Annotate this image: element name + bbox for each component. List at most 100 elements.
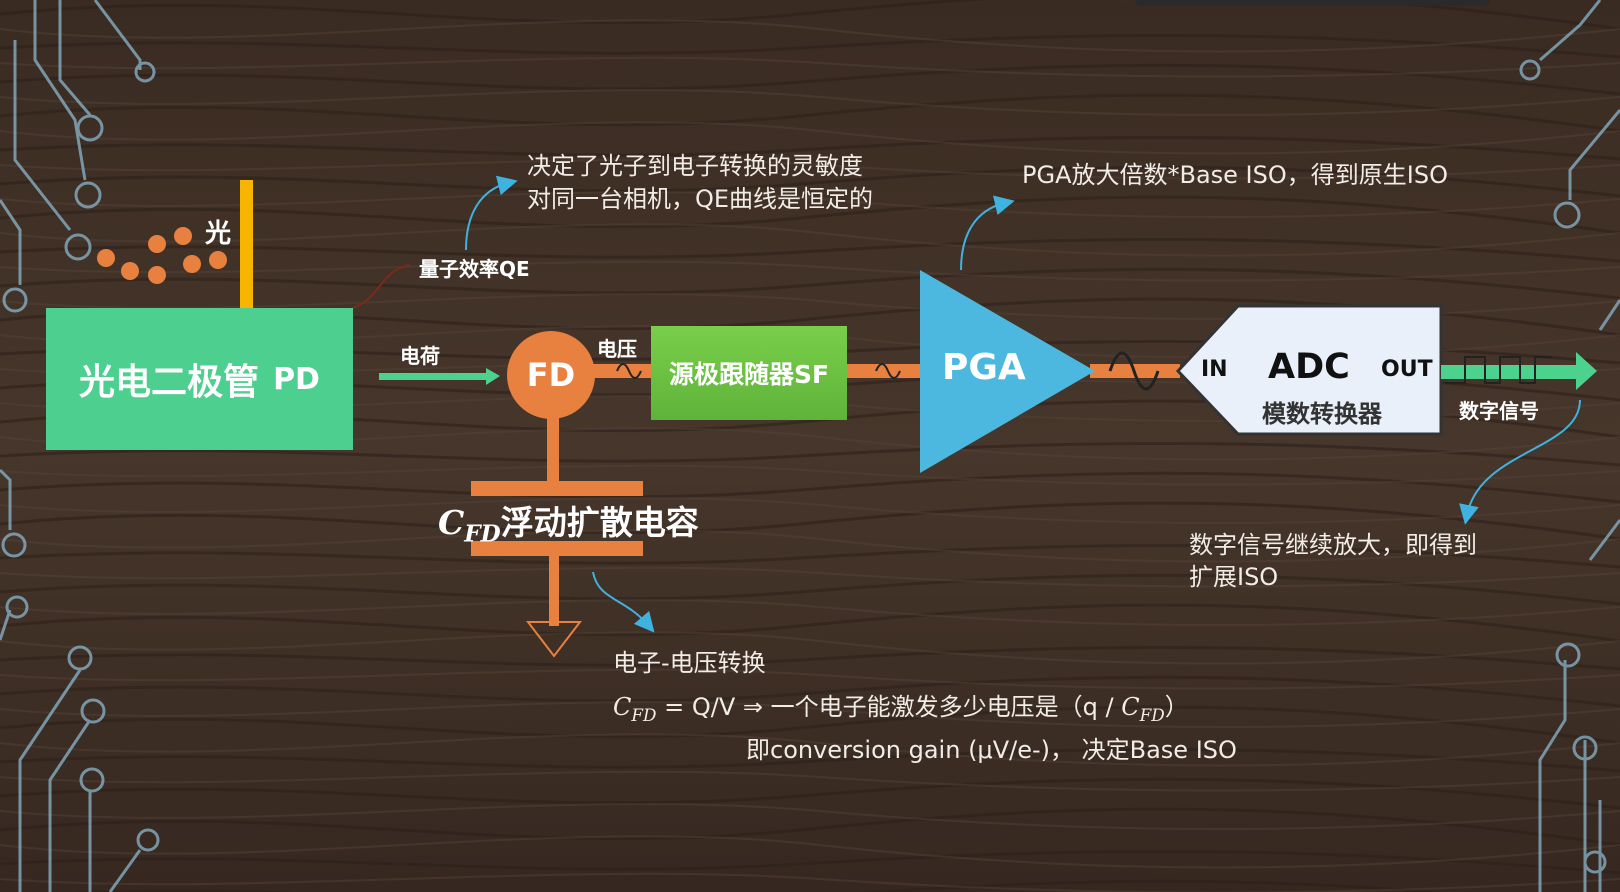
eq-cfd-symbol: C bbox=[613, 693, 632, 721]
capacitor-plate-bottom bbox=[471, 541, 643, 556]
conversion-title: 电子-电压转换 bbox=[613, 649, 766, 677]
cap-ground-wire bbox=[549, 556, 559, 626]
charge-arrowhead bbox=[486, 368, 500, 385]
adc-title: ADC bbox=[1268, 347, 1350, 387]
cfd-text: 浮动扩散电容 bbox=[500, 503, 699, 542]
wood-grain-line bbox=[0, 705, 1620, 745]
wood-grain-line bbox=[0, 63, 1620, 96]
pd-suffix: PD bbox=[273, 361, 320, 397]
wood-grain-line bbox=[0, 599, 1620, 626]
digital-note-line2: 扩展ISO bbox=[1189, 563, 1279, 591]
digital-note-line1: 数字信号继续放大，即得到 bbox=[1189, 531, 1477, 559]
wood-grain-line bbox=[0, 668, 1620, 690]
charge-arrow bbox=[379, 373, 488, 380]
wood-grain-line bbox=[0, 56, 1620, 78]
adc-in-label: IN bbox=[1201, 357, 1228, 382]
wood-grain-line bbox=[0, 223, 1620, 257]
window-topbar bbox=[1135, 0, 1490, 6]
ground-icon bbox=[525, 621, 583, 658]
pga-label: PGA bbox=[942, 347, 1026, 388]
eq-middle: = Q/V ⇒ 一个电子能激发多少电压是（q / bbox=[656, 693, 1122, 721]
wood-grain-line bbox=[0, 33, 1620, 59]
pga-triangle bbox=[920, 270, 1095, 473]
sf-label: 源极跟随器SF bbox=[668, 360, 830, 389]
light-label: 光 bbox=[205, 219, 232, 249]
eq-cfd-symbol-2: C bbox=[1121, 693, 1140, 721]
wood-grain-line bbox=[0, 89, 1620, 116]
qe-pointer bbox=[351, 264, 411, 309]
wood-grain-line bbox=[0, 807, 1620, 847]
eq-end: ） bbox=[1164, 693, 1189, 721]
wood-grain-line bbox=[0, 733, 1620, 767]
wood-grain-line bbox=[0, 872, 1620, 892]
conversion-equation: CFD = Q/V ⇒ 一个电子能激发多少电压是（q / CFD） bbox=[613, 692, 1189, 730]
wood-grain-line bbox=[0, 165, 1620, 198]
pd-label: 光电二极管 bbox=[79, 362, 260, 403]
wood-grain-line bbox=[0, 158, 1620, 180]
wood-grain-line bbox=[0, 631, 1620, 665]
wood-grain-line bbox=[0, 675, 1620, 708]
wood-grain-line bbox=[0, 267, 1620, 300]
wood-grain-line bbox=[0, 237, 1620, 263]
wood-grain-line bbox=[0, 0, 1620, 31]
square-wave-icon bbox=[1445, 356, 1552, 384]
wood-grain-line bbox=[0, 747, 1620, 773]
wood-grain-line bbox=[0, 501, 1620, 541]
wood-grain-line bbox=[0, 441, 1620, 467]
wood-grain-line bbox=[0, 803, 1620, 830]
qe-note-line1: 决定了光子到电子转换的灵敏度 bbox=[527, 152, 863, 180]
wood-grain-line bbox=[0, 497, 1620, 524]
charge-label: 电荷 bbox=[400, 344, 440, 368]
digital-output-arrowhead bbox=[1576, 352, 1597, 390]
wood-grain-line bbox=[0, 849, 1620, 875]
adc-out-label: OUT bbox=[1381, 357, 1433, 382]
capacitor-plate-top bbox=[471, 481, 643, 496]
fd-cap-wire bbox=[547, 415, 559, 485]
wood-grain-line bbox=[0, 566, 1620, 588]
wood-grain-line bbox=[0, 191, 1620, 218]
cfd-label: CFD浮动扩散电容 bbox=[438, 496, 699, 548]
voltage-label: 电压 bbox=[597, 337, 637, 361]
wood-grain-line bbox=[0, 93, 1620, 133]
wood-grain-line bbox=[0, 777, 1620, 810]
cfd-subscript: FD bbox=[464, 520, 501, 548]
wood-grain-line bbox=[0, 835, 1620, 869]
sf-pga-wire bbox=[846, 364, 922, 378]
wood-grain-line bbox=[0, 770, 1620, 792]
sine-wave-icon bbox=[875, 363, 901, 379]
wood-grain-line bbox=[0, 543, 1620, 569]
wood-grain-line bbox=[72, 879, 1452, 892]
pga-note: PGA放大倍数*Base ISO，得到原生ISO bbox=[1022, 161, 1448, 189]
conversion-gain-line: 即conversion gain (μV/e-)， 决定Base ISO bbox=[746, 736, 1237, 764]
pga-note-pointer bbox=[960, 195, 1015, 271]
wood-grain-line bbox=[0, 464, 1620, 486]
digital-label: 数字信号 bbox=[1459, 399, 1539, 423]
fd-node: FD bbox=[507, 331, 595, 419]
wood-grain-line bbox=[0, 121, 1620, 155]
eq-cfd-subscript: FD bbox=[631, 704, 657, 725]
wood-grain-line bbox=[0, 195, 1620, 235]
wood-grain-line bbox=[0, 645, 1620, 671]
qe-note-pointer bbox=[465, 175, 518, 251]
sine-wave-icon bbox=[1108, 351, 1160, 391]
sine-wave-icon bbox=[616, 363, 642, 379]
wood-grain-line bbox=[0, 529, 1620, 563]
wood-grain-line bbox=[0, 573, 1620, 606]
photodiode-box: 光电二极管 PD bbox=[46, 308, 353, 450]
wood-grain-line bbox=[0, 701, 1620, 728]
wood-grain-line bbox=[0, 19, 1620, 53]
adc-subtitle: 模数转换器 bbox=[1262, 400, 1382, 428]
qe-label: 量子效率QE bbox=[419, 257, 530, 281]
wood-grain-line bbox=[0, 260, 1620, 282]
cfd-symbol: C bbox=[438, 503, 465, 542]
wood-grain-line bbox=[0, 471, 1620, 504]
digital-note-pointer bbox=[1459, 399, 1581, 525]
source-follower-box: 源极跟随器SF bbox=[651, 326, 847, 420]
digital-output-line bbox=[1441, 365, 1579, 379]
wood-grain-line bbox=[0, 603, 1620, 643]
wood-grain-line bbox=[0, 135, 1620, 161]
light-arrow-icon bbox=[240, 180, 253, 330]
conversion-pointer bbox=[592, 571, 655, 633]
